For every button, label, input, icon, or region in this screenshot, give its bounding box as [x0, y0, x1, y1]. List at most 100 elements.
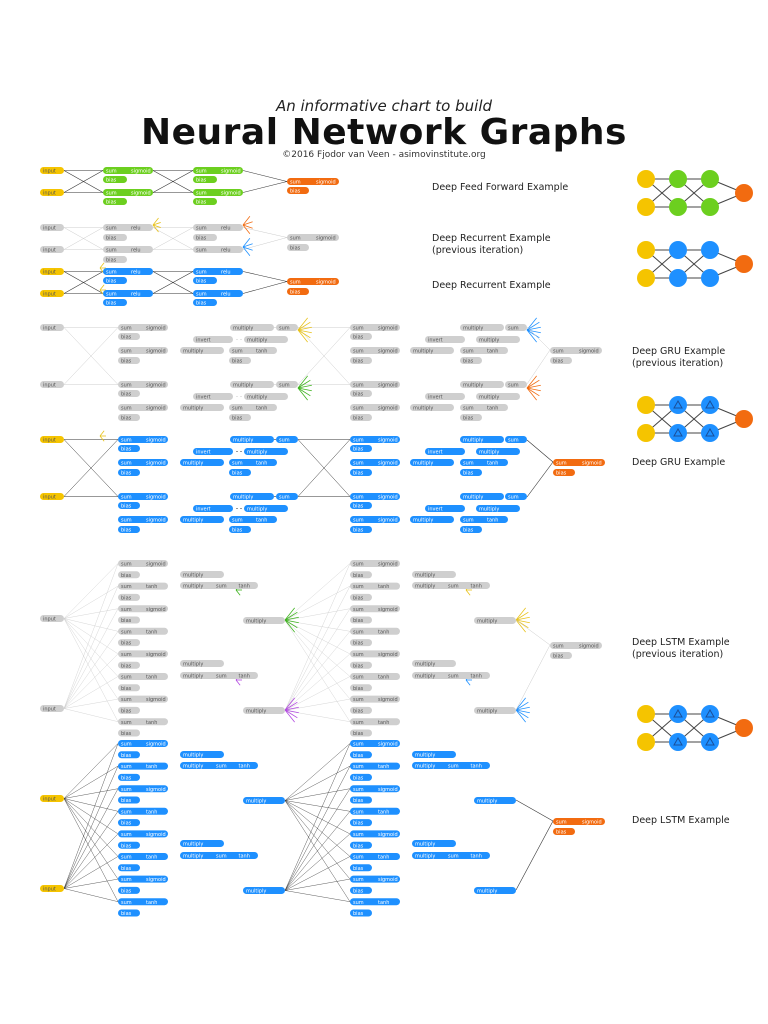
example-label-deep-feed-forward: Deep Feed Forward Example: [432, 182, 568, 194]
cell-triangle-icon: [673, 399, 683, 409]
svg-text:tanh: tanh: [471, 584, 482, 590]
svg-text:sum: sum: [196, 226, 207, 232]
multiply-node: multiply: [474, 617, 516, 625]
svg-text:tanh: tanh: [146, 900, 157, 906]
svg-text:sum: sum: [353, 406, 364, 412]
svg-text:sigmoid: sigmoid: [131, 169, 151, 175]
svg-text:sigmoid: sigmoid: [146, 607, 166, 613]
svg-text:tanh: tanh: [471, 854, 482, 860]
svg-text:sigmoid: sigmoid: [378, 383, 398, 389]
svg-text:multiply: multiply: [413, 406, 433, 412]
recurrent-connection-line: [297, 387, 312, 392]
svg-text:multiply: multiply: [247, 338, 267, 344]
svg-text:sum: sum: [121, 518, 132, 524]
connection-line: [63, 833, 119, 889]
connection-line: [515, 820, 554, 891]
svg-text:tanh: tanh: [256, 518, 267, 524]
connection-line: [242, 281, 288, 294]
connection-line: [152, 271, 194, 294]
bias-node: bias: [193, 299, 217, 307]
connection-line: [526, 349, 551, 385]
connection-line: [63, 618, 119, 632]
recurrent-connection-line: [515, 701, 529, 711]
svg-text:bias: bias: [121, 416, 132, 422]
connection-line: [284, 608, 351, 711]
svg-text:sigmoid: sigmoid: [221, 169, 241, 175]
multiply-node: multiply: [474, 887, 516, 895]
svg-text:sum: sum: [121, 461, 132, 467]
svg-text:multiply: multiply: [415, 842, 435, 848]
svg-text:bias: bias: [353, 392, 364, 398]
bias-node: bias: [350, 729, 372, 737]
cell-triangle-icon: [673, 427, 683, 437]
invert-node: invert: [193, 336, 233, 344]
svg-text:multiply: multiply: [183, 573, 203, 579]
svg-text:multiply: multiply: [477, 709, 497, 715]
svg-text:input: input: [43, 226, 56, 232]
bias-node: bias: [350, 886, 372, 895]
svg-text:tanh: tanh: [239, 764, 250, 770]
svg-text:invert: invert: [196, 395, 211, 401]
svg-text:sigmoid: sigmoid: [378, 406, 398, 412]
svg-text:sigmoid: sigmoid: [146, 495, 166, 501]
svg-text:bias: bias: [353, 821, 364, 827]
svg-text:sum: sum: [106, 270, 117, 276]
svg-text:multiply: multiply: [463, 438, 483, 444]
network-node-icon: [701, 241, 719, 259]
svg-text:bias: bias: [353, 359, 364, 365]
bias-node: bias: [118, 751, 140, 759]
svg-text:sum: sum: [121, 629, 132, 635]
svg-text:sigmoid: sigmoid: [146, 562, 166, 568]
recurrent-connection-line: [99, 430, 105, 437]
multiply-node: multiply: [180, 516, 224, 524]
svg-text:sum: sum: [121, 720, 132, 726]
svg-text:multiply: multiply: [233, 383, 253, 389]
example-label-deep-recurrent-prev: Deep Recurrent Example (previous iterati…: [432, 233, 551, 257]
svg-text:sigmoid: sigmoid: [579, 349, 599, 355]
svg-text:multiply: multiply: [183, 764, 203, 770]
recurrent-connection-line: [515, 706, 530, 711]
svg-text:tanh: tanh: [378, 720, 389, 726]
network-node-icon: [637, 198, 655, 216]
sum-node: sum: [505, 381, 527, 389]
svg-text:sum: sum: [196, 248, 207, 254]
bias-node: bias: [460, 469, 482, 477]
bias-node: bias: [553, 828, 575, 836]
svg-text:tanh: tanh: [239, 854, 250, 860]
svg-text:relu: relu: [221, 292, 231, 298]
connection-line: [63, 608, 119, 709]
multiply-node: multiply: [230, 324, 274, 332]
svg-text:sum: sum: [121, 383, 132, 389]
multiply-node: multiply: [243, 617, 285, 625]
svg-text:sum: sum: [463, 406, 474, 412]
svg-text:sigmoid: sigmoid: [378, 832, 398, 838]
svg-text:bias: bias: [121, 663, 132, 669]
bias-node: bias: [193, 277, 217, 285]
svg-text:sum: sum: [556, 820, 567, 826]
svg-text:bias: bias: [353, 596, 364, 602]
svg-text:sum: sum: [353, 675, 364, 681]
svg-text:sum: sum: [353, 652, 364, 658]
input-node: input: [40, 224, 64, 232]
svg-text:bias: bias: [196, 178, 207, 184]
svg-text:multiply: multiply: [479, 395, 499, 401]
svg-text:sum: sum: [353, 349, 364, 355]
svg-text:tanh: tanh: [256, 461, 267, 467]
multiply-node: multiply: [180, 404, 224, 412]
bias-node: bias: [193, 198, 217, 206]
svg-text:sum: sum: [353, 720, 364, 726]
svg-text:invert: invert: [196, 338, 211, 344]
svg-text:sum: sum: [106, 169, 117, 175]
input-node: input: [40, 268, 64, 276]
network-node-icon: [637, 396, 655, 414]
